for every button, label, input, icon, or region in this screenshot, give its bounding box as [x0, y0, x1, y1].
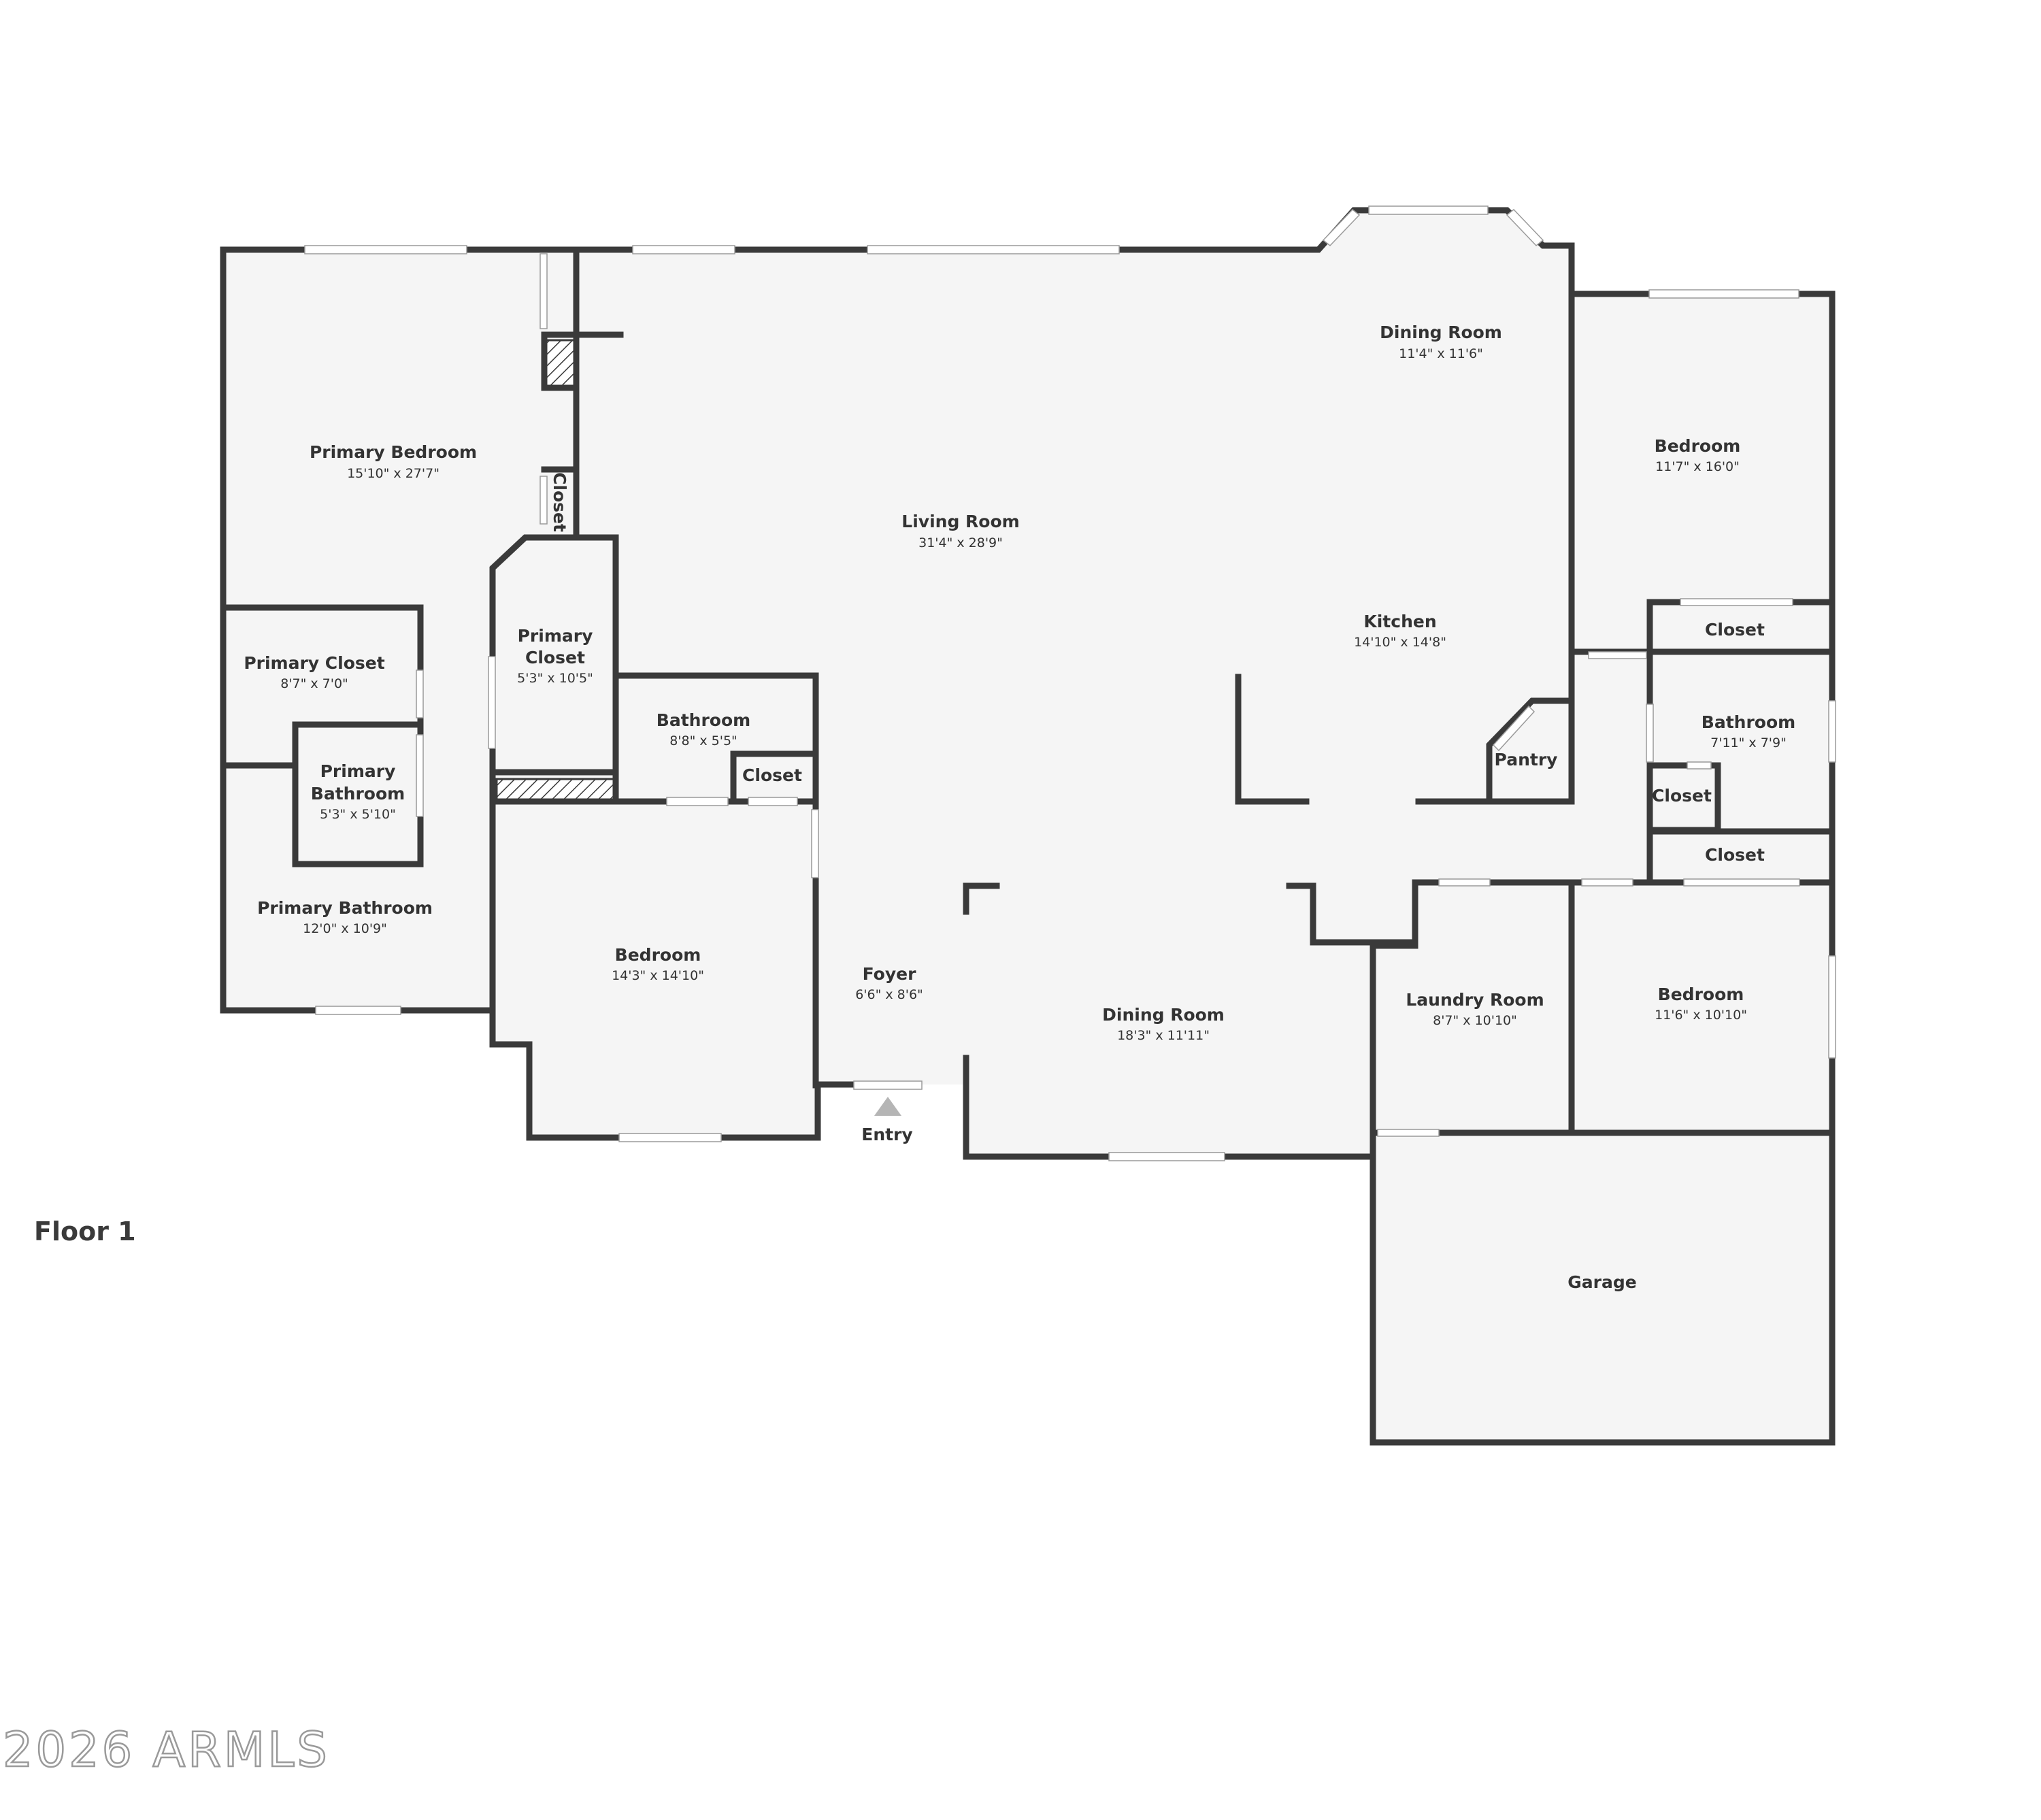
window [1588, 651, 1647, 659]
entry-arrow-icon [874, 1097, 901, 1116]
room-name-living-room: Living Room [901, 512, 1019, 531]
window [1108, 1152, 1225, 1161]
room-labels: Primary Bedroom 15'10" x 27'7" Living Ro… [244, 322, 1795, 1292]
room-name-primary-bathroom-inner-1: Primary [320, 761, 396, 781]
room-name-closet-right-small: Closet [1652, 786, 1712, 806]
room-dims-laundry-room: 8'7" x 10'10" [1433, 1013, 1517, 1028]
room-name-kitchen: Kitchen [1363, 612, 1436, 631]
window [1581, 878, 1633, 887]
room-dims-living-room: 31'4" x 28'9" [918, 535, 1003, 550]
watermark: 2026 ARMLS [3, 1722, 330, 1778]
window [1506, 208, 1544, 247]
windows [304, 205, 1836, 1161]
room-name-bathroom-center: Bathroom [657, 710, 750, 730]
window [315, 1006, 401, 1015]
room-name-primary-bathroom-inner-2: Bathroom [311, 784, 405, 804]
room-name-dining-room-top: Dining Room [1380, 322, 1502, 342]
room-name-bathroom-right: Bathroom [1702, 712, 1795, 732]
window [416, 669, 424, 718]
window [811, 809, 819, 878]
room-dims-foyer: 6'6" x 8'6" [855, 987, 923, 1002]
window [1648, 289, 1799, 299]
window [632, 245, 735, 254]
window [1438, 878, 1491, 887]
room-dims-dining-room-bottom: 18'3" x 11'11" [1117, 1028, 1210, 1043]
room-name-laundry-room: Laundry Room [1406, 990, 1544, 1010]
room-dims-primary-bathroom-inner: 5'3" x 5'10" [320, 807, 396, 822]
room-name-closet-right-mid: Closet [1705, 845, 1765, 865]
fireplace-hatch [545, 339, 578, 388]
room-dims-bathroom-right: 7'11" x 7'9" [1710, 735, 1787, 750]
room-dims-primary-bedroom: 15'10" x 27'7" [347, 466, 439, 481]
room-dims-bedroom-right-bottom: 11'6" x 10'10" [1655, 1008, 1747, 1023]
room-name-bedroom-center: Bedroom [615, 945, 701, 965]
window [1646, 704, 1654, 763]
room-dims-primary-bathroom: 12'0" x 10'9" [303, 921, 387, 936]
window [488, 656, 496, 749]
window [304, 245, 467, 254]
window [666, 797, 729, 806]
room-dims-primary-closet-center: 5'3" x 10'5" [517, 671, 593, 686]
room-name-dining-room-bottom: Dining Room [1102, 1005, 1225, 1025]
floor-label: Floor 1 [34, 1217, 136, 1246]
room-name-bedroom-right-bottom: Bedroom [1658, 985, 1744, 1004]
room-name-primary-closet-center-1: Primary [518, 626, 593, 646]
window [1680, 598, 1793, 606]
room-name-bedroom-right-top: Bedroom [1655, 436, 1741, 456]
room-name-primary-bedroom: Primary Bedroom [310, 442, 477, 462]
room-name-closet-center: Closet [742, 765, 802, 785]
entry-label: Entry [861, 1125, 912, 1144]
room-dims-bedroom-center: 14'3" x 14'10" [612, 968, 704, 983]
window [1368, 205, 1489, 215]
room-name-pantry: Pantry [1495, 750, 1558, 770]
window [748, 797, 798, 806]
room-dims-bedroom-right-top: 11'7" x 16'0" [1655, 459, 1740, 474]
room-name-closet-right-top: Closet [1705, 620, 1765, 640]
room-name-garage: Garage [1567, 1272, 1636, 1292]
window [618, 1133, 722, 1142]
window [1377, 1129, 1440, 1137]
room-name-primary-closet-left: Primary Closet [244, 653, 384, 673]
room-name-primary-closet-center-2: Closet [525, 648, 585, 667]
window [1492, 705, 1536, 752]
window [1828, 955, 1836, 1059]
window [540, 476, 548, 525]
room-dims-primary-closet-left: 8'7" x 7'0" [280, 676, 348, 691]
room-name-primary-bathroom: Primary Bathroom [257, 898, 433, 918]
window [1322, 208, 1361, 247]
room-dims-bathroom-center: 8'8" x 5'5" [669, 733, 737, 748]
floor-fill [223, 210, 1832, 1442]
window [867, 245, 1120, 254]
room-dims-dining-room-top: 11'4" x 11'6" [1399, 346, 1483, 361]
room-dims-kitchen: 14'10" x 14'8" [1354, 635, 1446, 650]
window [1683, 878, 1800, 887]
room-name-closet-vertical: Closet [550, 472, 569, 532]
room-name-foyer: Foyer [863, 964, 916, 984]
window [416, 734, 424, 817]
window [540, 253, 548, 329]
window [853, 1080, 923, 1090]
window [1687, 761, 1712, 770]
window [1828, 700, 1836, 763]
counter-hatch [495, 778, 617, 801]
